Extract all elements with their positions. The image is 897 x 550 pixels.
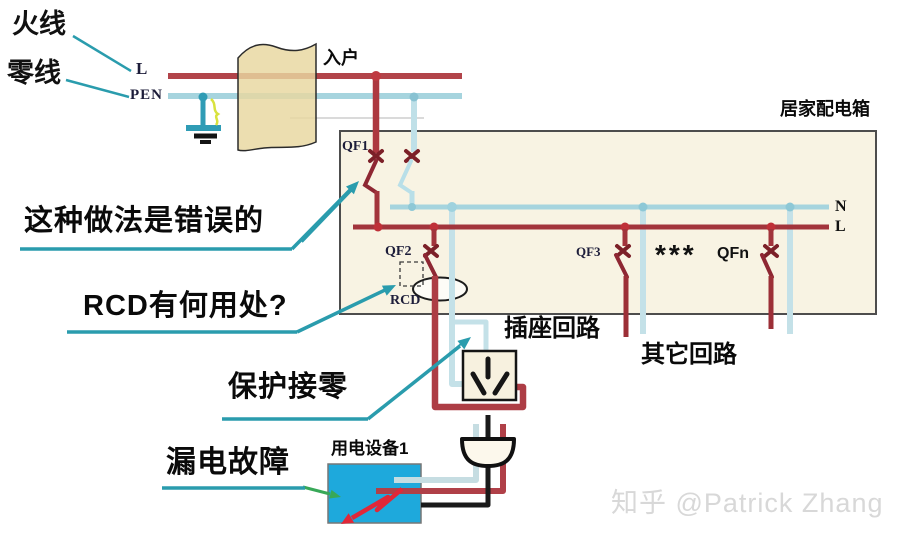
qf1-live-blade — [362, 159, 379, 195]
qf2-blade — [423, 253, 438, 279]
wrong-pointer-line — [290, 188, 352, 251]
n-dot-qf1 — [408, 203, 416, 211]
panel-title: 居家配电箱 — [780, 99, 870, 119]
qf1-neutral-blade — [397, 159, 414, 195]
rcd-dashed-box — [399, 261, 424, 287]
neutral-label-pointer — [65, 78, 130, 99]
pe-bond-branch — [452, 319, 489, 352]
ellipsis-label: *** — [655, 239, 697, 270]
appliance-label: 用电设备1 — [331, 439, 409, 458]
leakage-fault-label: 漏电故障 — [166, 446, 290, 479]
rcd-pointer-line — [296, 288, 386, 334]
rcd-label: RCD — [390, 293, 421, 308]
bus-n-label: N — [835, 198, 847, 215]
rcd-toroid — [412, 276, 468, 302]
watermark: 知乎 @Patrick Zhang — [611, 488, 884, 518]
qf3-label: QF3 — [576, 244, 601, 259]
qf1-label: QF1 — [342, 139, 369, 154]
qfn-blade — [760, 253, 774, 279]
bond-pointer-line-2 — [377, 343, 462, 413]
socket-right-slot — [492, 371, 510, 396]
bond-pointer-head — [457, 337, 471, 350]
neutral-wire-label: 零线 — [7, 58, 61, 88]
n-dot-socket — [447, 202, 457, 212]
rcd-pointer-head — [381, 285, 396, 296]
leakage-pointer-line — [302, 485, 331, 496]
qf3-contact-x — [615, 244, 631, 258]
socket-live-wire — [431, 276, 527, 411]
protective-neutral-label: 保护接零 — [228, 371, 349, 403]
socket-circuit-label: 插座回路 — [504, 315, 600, 342]
live-wire-label: 火线 — [12, 9, 66, 39]
pen-marker-label: PEN — [130, 87, 163, 103]
qfn-contact-x — [763, 244, 779, 258]
socket-neutral-wire — [449, 209, 463, 387]
n-dot-qfn — [785, 202, 795, 212]
entry-label: 入户 — [323, 48, 359, 68]
l-dot-qf1 — [373, 222, 383, 232]
wrong-practice-label: 这种做法是错误的 — [24, 205, 265, 237]
pe-yellow-marker — [210, 98, 221, 126]
live-junction-dot — [371, 71, 381, 81]
wrong-pointer-line-2 — [301, 189, 353, 243]
n-dot-qf3 — [638, 202, 648, 212]
qf1-live-contact-x — [368, 149, 384, 163]
leakage-pointer-head — [329, 489, 341, 499]
wrong-pointer-head — [346, 181, 359, 195]
fault-arrowhead — [341, 513, 355, 524]
plug-body — [460, 437, 516, 468]
live-label-pointer — [72, 34, 132, 73]
qfn-label: QFn — [717, 245, 749, 262]
qf3-blade — [614, 253, 629, 279]
qf2-label: QF2 — [385, 244, 412, 259]
qf1-neutral-contact-x — [404, 149, 420, 163]
socket-left-slot — [470, 371, 487, 396]
l-marker-label: L — [136, 59, 148, 78]
pen-junction-dot — [409, 92, 419, 102]
other-circuits-label: 其它回路 — [641, 341, 737, 368]
rcd-question-label: RCD有何用处? — [83, 290, 288, 322]
fault-zigzag — [350, 487, 404, 520]
qf2-contact-x — [423, 244, 439, 258]
bus-l-label: L — [835, 218, 846, 235]
wall-section — [237, 42, 317, 152]
